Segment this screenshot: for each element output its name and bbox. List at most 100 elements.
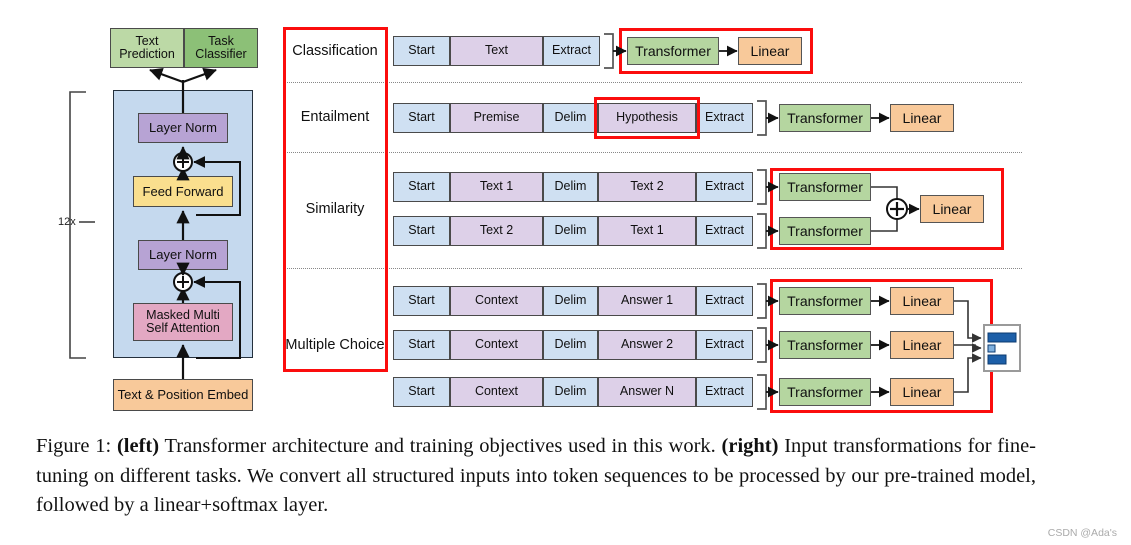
task-label-similarity: Similarity [283, 194, 387, 224]
token-extract-r7: Extract [696, 377, 753, 407]
highlight-multiple-choice-head [770, 279, 993, 413]
masked-multi-self-attention-block: Masked Multi Self Attention [133, 303, 233, 341]
token-label: Delim [554, 293, 587, 308]
transformer-label: Transformer [787, 222, 863, 239]
linear-label: Linear [750, 42, 790, 59]
token-label: Delim [554, 179, 587, 194]
token-label: Extract [705, 293, 744, 308]
token-text2-r4: Text 2 [450, 216, 543, 246]
transformer-label: Transformer [787, 292, 863, 309]
token-label: Text 1 [630, 223, 664, 238]
token-start-r4: Start [393, 216, 450, 246]
token-label: Start [408, 110, 435, 125]
caption-text-1: Transformer architecture and training ob… [159, 435, 722, 457]
separator-similarity-multiplechoice [283, 268, 1022, 269]
token-label: Delim [554, 384, 587, 399]
bracket-r7 [757, 374, 767, 410]
linear-label: Linear [902, 336, 942, 353]
token-label: Text [485, 43, 508, 58]
token-text1-r3: Text 1 [450, 172, 543, 202]
text-prediction-head: Text Prediction [110, 28, 184, 68]
linear-r1: Linear [738, 37, 802, 65]
highlight-classification-head [619, 28, 813, 74]
transformer-r5: Transformer [779, 287, 871, 315]
caption-left-tag: (left) [116, 435, 160, 457]
token-extract-r5: Extract [696, 286, 753, 316]
token-label: Start [408, 384, 435, 399]
transformer-label: Transformer [787, 178, 863, 195]
watermark: CSDN @Ada's [1047, 527, 1117, 539]
task-classifier-head: Task Classifier [184, 28, 258, 68]
transformer-label: Transformer [787, 336, 863, 353]
bracket-r1 [604, 33, 614, 69]
token-delim-r5: Delim [543, 286, 598, 316]
transformer-r1: Transformer [627, 37, 719, 65]
linear-label: Linear [902, 292, 942, 309]
token-label: Start [408, 337, 435, 352]
token-delim-r4: Delim [543, 216, 598, 246]
bracket-r3 [757, 169, 767, 205]
token-label: Text 2 [479, 223, 514, 238]
linear-label: Linear [902, 109, 942, 126]
token-label: Hypothesis [616, 110, 678, 125]
token-label: Text 1 [479, 179, 514, 194]
token-label: Extract [705, 223, 744, 238]
masked-attention-label: Masked Multi Self Attention [146, 307, 220, 335]
token-extract-r3: Extract [696, 172, 753, 202]
token-delim-r7: Delim [543, 377, 598, 407]
task-label-classification: Classification [283, 36, 387, 66]
token-label: Start [408, 293, 435, 308]
token-label: Answer 1 [620, 293, 674, 308]
caption-text-2: Input transformations for fine-tuning on… [36, 435, 1036, 517]
highlight-task-label-column [283, 27, 388, 372]
token-answerN-r7: Answer N [598, 377, 696, 407]
token-label: Delim [554, 223, 587, 238]
linear-r6: Linear [890, 331, 954, 359]
bracket-r5 [757, 283, 767, 319]
text-prediction-label: Text Prediction [119, 33, 175, 61]
token-label: Start [408, 223, 435, 238]
task-classifier-label: Task Classifier [195, 33, 247, 61]
token-label: Context [474, 384, 519, 399]
highlight-similarity-head [770, 168, 1004, 250]
embed-label: Text & Position Embed [117, 387, 249, 403]
token-label: Delim [554, 337, 587, 352]
token-label: Delim [554, 110, 587, 125]
token-premise-r2: Premise [450, 103, 543, 133]
token-text-r1: Text [450, 36, 543, 66]
token-extract-r1: Extract [543, 36, 600, 66]
feed-forward-label: Feed Forward [142, 183, 224, 199]
transformer-r4: Transformer [779, 217, 871, 245]
token-extract-r6: Extract [696, 330, 753, 360]
token-start-r3: Start [393, 172, 450, 202]
transformer-label: Transformer [787, 383, 863, 400]
token-context-r7: Context [450, 377, 543, 407]
layer-norm-block-bottom: Layer Norm [138, 240, 228, 270]
linear-r7: Linear [890, 378, 954, 406]
layer-norm-bottom-label: Layer Norm [149, 247, 217, 263]
token-start-r6: Start [393, 330, 450, 360]
separator-classification-entailment [283, 82, 1022, 83]
transformer-r3: Transformer [779, 173, 871, 201]
linear-label: Linear [932, 200, 972, 217]
task-label-multiple-choice: Multiple Choice [280, 330, 390, 360]
arrow-to-text-prediction [149, 68, 184, 84]
bracket-r4 [757, 213, 767, 249]
task-label-entailment-text: Entailment [300, 109, 370, 125]
caption-figure-number: Figure 1: [36, 435, 112, 457]
token-answer2-r6: Answer 2 [598, 330, 696, 360]
linear-similarity: Linear [920, 195, 984, 223]
linear-label: Linear [902, 383, 942, 400]
token-extract-r4: Extract [696, 216, 753, 246]
token-label: Extract [705, 384, 744, 399]
token-label: Start [408, 179, 435, 194]
linear-r5: Linear [890, 287, 954, 315]
token-label: Extract [705, 337, 744, 352]
transformer-r7: Transformer [779, 378, 871, 406]
token-answer1-r5: Answer 1 [598, 286, 696, 316]
token-label: Extract [705, 110, 744, 125]
highlight-hypothesis-token [594, 97, 700, 139]
token-text2-r3: Text 2 [598, 172, 696, 202]
task-label-multiple-choice-text: Multiple Choice [285, 337, 385, 353]
